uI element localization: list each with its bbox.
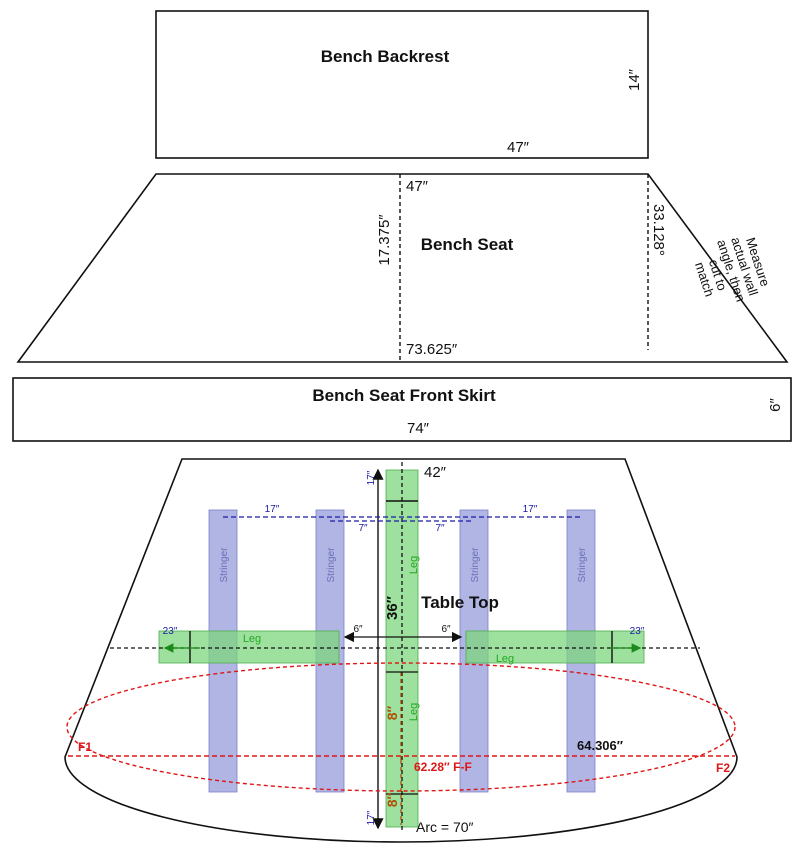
seat-wall-note: Measure actual wall angle, then cut to m… [692, 235, 773, 303]
skirt-outline [12, 377, 792, 442]
leg-left [158, 630, 340, 664]
skirt-width-label: 74″ [407, 420, 430, 437]
dim-7-left: 7″ [358, 523, 368, 534]
focus-1-label: F1 [78, 740, 92, 754]
table-outline [64, 458, 738, 843]
backrest-outline [155, 10, 649, 159]
table-top-width-label: 42″ [424, 464, 447, 481]
leg-label-vertical-lower: Leg [408, 703, 420, 721]
dim-8-upper: 8″ [384, 705, 400, 720]
dim-17-bottom-vertical: 17″ [366, 810, 377, 825]
skirt-height-label: 6″ [767, 397, 784, 411]
dim-23-right: 23″ [630, 626, 645, 637]
seat-top-width-label: 47″ [406, 178, 429, 195]
bench-backrest: Bench Backrest 47″ 14″ [155, 10, 649, 159]
dim-23-left: 23″ [163, 626, 178, 637]
stringer-label-3: Stringer [470, 547, 481, 583]
table-top: Stringer Stringer Stringer Stringer Leg … [64, 458, 738, 843]
seat-title: Bench Seat [421, 235, 514, 254]
stringer-label-2: Stringer [326, 547, 337, 583]
leg-right [465, 630, 645, 664]
arc-label: Arc = 70″ [416, 819, 474, 835]
dim-17-top-vertical: 17″ [366, 470, 377, 485]
dim-6-right: 6″ [441, 624, 451, 635]
table-length-label: 36″ [384, 596, 401, 620]
dim-17-left: 17″ [265, 504, 280, 515]
bench-seat: Bench Seat 47″ 73.625″ 17.375″ 33.128° M… [16, 173, 789, 363]
bench-front-skirt: Bench Seat Front Skirt 74″ 6″ [12, 377, 792, 442]
dim-8-lower: 8″ [384, 792, 400, 807]
seat-depth-label: 17.375″ [376, 214, 393, 266]
leg-label-left: Leg [243, 633, 261, 645]
focus-2-label: F2 [716, 761, 730, 775]
dim-6-left: 6″ [353, 624, 363, 635]
leg-label-right: Leg [496, 653, 514, 665]
seat-outline [16, 173, 789, 363]
dim-17-right: 17″ [523, 504, 538, 515]
table-title: Table Top [421, 593, 499, 612]
seat-angle-label: 33.128° [650, 204, 667, 256]
foci-distance-label: 62.28″ F-F [414, 760, 472, 774]
backrest-width-label: 47″ [507, 139, 530, 156]
stringer-label-4: Stringer [577, 547, 588, 583]
skirt-title: Bench Seat Front Skirt [312, 386, 496, 405]
stringer-label-1: Stringer [219, 547, 230, 583]
ellipse-width-label: 64.306″ [577, 738, 623, 753]
focus-ellipse [66, 662, 736, 792]
dim-7-right: 7″ [435, 523, 445, 534]
backrest-height-label: 14″ [626, 68, 643, 91]
backrest-title: Bench Backrest [321, 47, 450, 66]
leg-label-vertical-upper: Leg [408, 556, 420, 574]
seat-bottom-width-label: 73.625″ [406, 341, 458, 358]
